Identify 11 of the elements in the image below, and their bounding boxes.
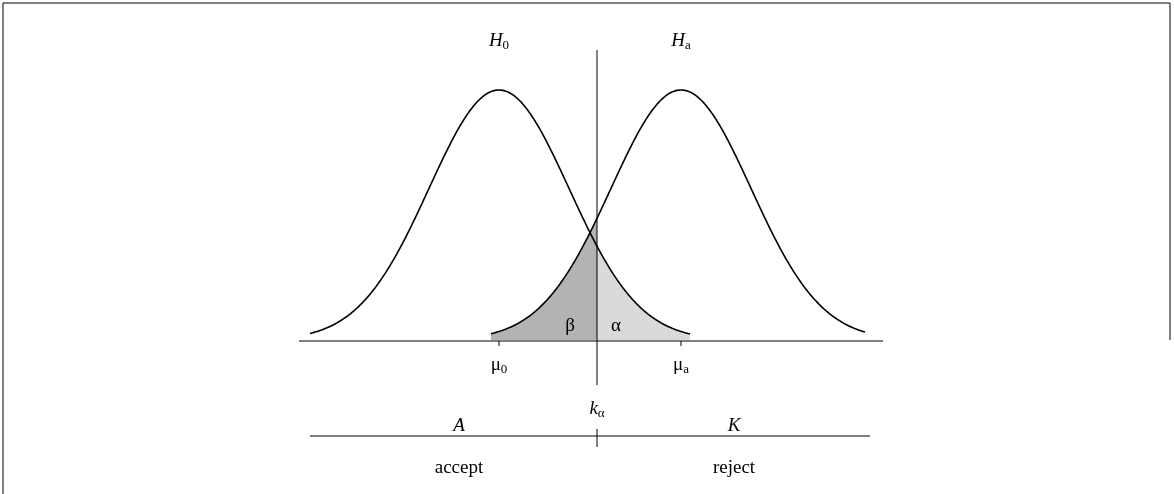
area-label: α xyxy=(611,314,621,334)
axis-label: μ$_{a}$ xyxy=(673,353,689,375)
region-label: reject xyxy=(712,456,756,476)
hypothesis-label: H$_{0}$ xyxy=(488,29,510,51)
hypothesis-label: H$_{a}$ xyxy=(671,29,691,51)
critical-value-label: k$_{α}$ xyxy=(589,397,605,419)
region-label: A xyxy=(453,414,465,434)
region-label: accept xyxy=(434,456,484,476)
axis-label: μ$_{0}$ xyxy=(490,353,508,375)
area-label: β xyxy=(565,314,575,334)
region-label: K xyxy=(727,414,741,434)
